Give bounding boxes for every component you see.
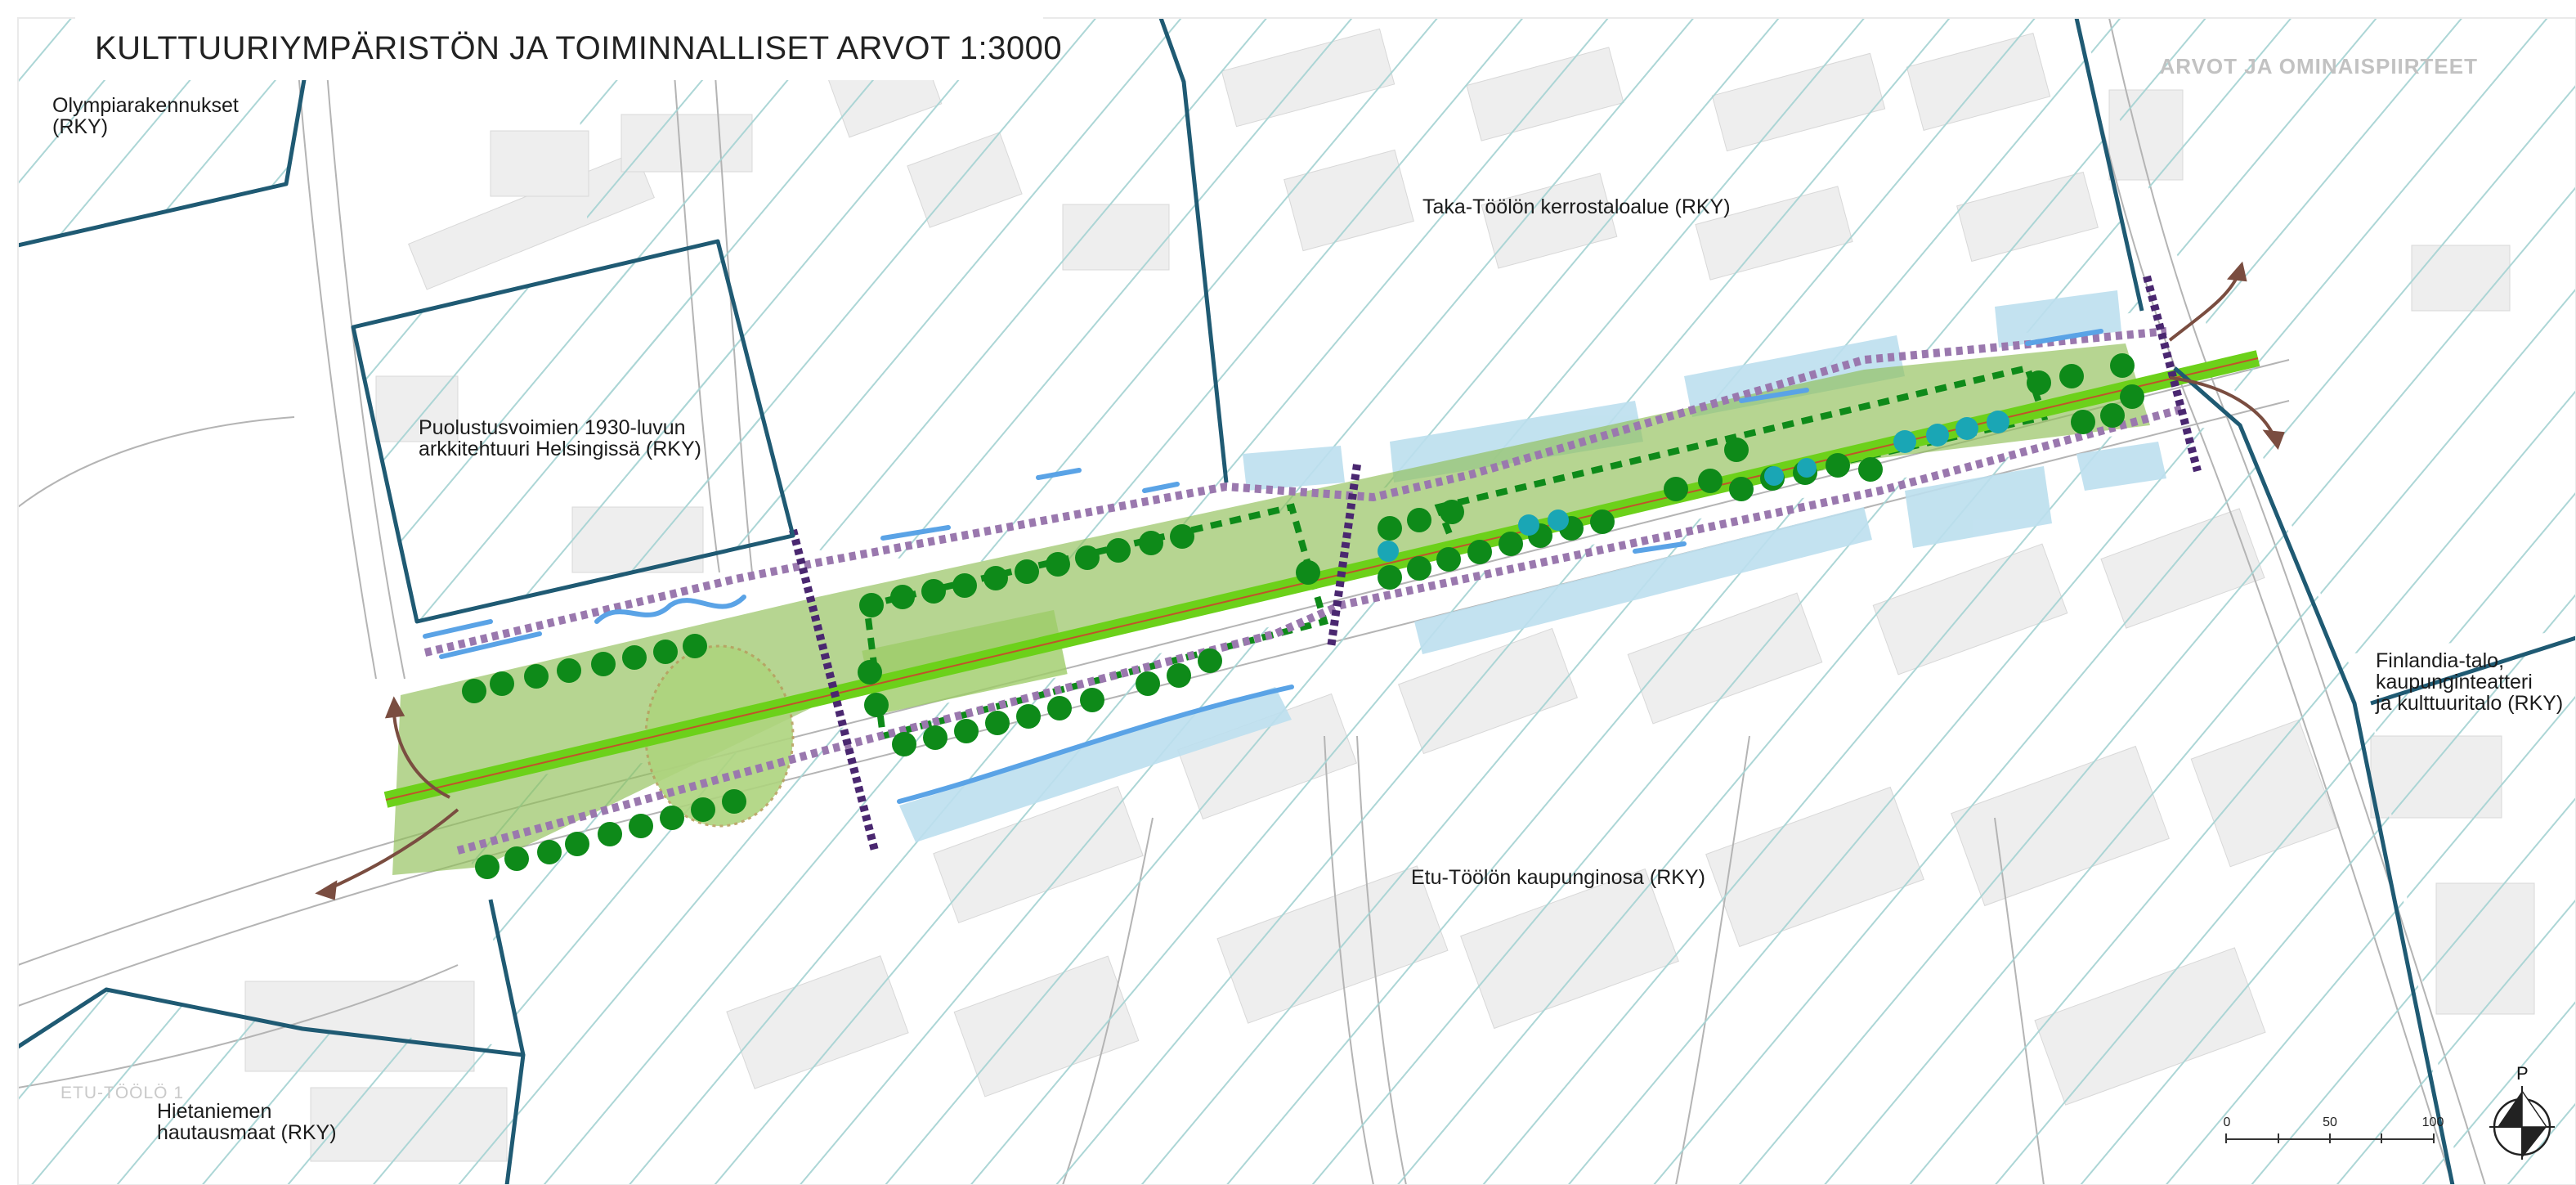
scale-tick [2433, 1133, 2435, 1143]
compass-icon [2489, 1086, 2555, 1160]
label-finlandia: Finlandia-talo, kaupunginteatteri ja kul… [2376, 649, 2564, 715]
scale-tick [2225, 1133, 2227, 1143]
label-olympic: Olympiarakennukset (RKY) [52, 94, 239, 138]
north-arrow: P [2485, 1063, 2559, 1161]
district-label: ETU-TÖÖLÖ 1 [60, 1084, 185, 1102]
gate-markers [789, 275, 2202, 852]
label-hietaniemi: Hietaniemen hautausmaat (RKY) [157, 1100, 337, 1144]
rky-hatch-areas [18, 18, 2576, 1185]
map-title: KULTTUURIYMPÄRISTÖN JA TOIMINNALLISET AR… [95, 29, 1063, 66]
scale-tick-label-100: 100 [2421, 1115, 2444, 1129]
view-lines [423, 327, 2184, 855]
scale-tick [2381, 1133, 2382, 1143]
map-subtitle: ARVOT JA OMINAISPIIRTEET [2159, 54, 2478, 79]
scale-bar: 0 50 100 [2223, 1115, 2444, 1148]
north-letter: P [2516, 1063, 2529, 1084]
trees-special [1378, 411, 2009, 562]
scale-tick [2329, 1133, 2331, 1143]
label-taka-toolo: Taka-Töölön kerrostaloalue (RKY) [1422, 195, 1731, 218]
scale-tick-label-0: 0 [2223, 1115, 2231, 1129]
scale-tick [2278, 1133, 2279, 1143]
label-defense: Puolustusvoimien 1930-luvun arkkitehtuur… [419, 416, 701, 460]
map-title-box: KULTTUURIYMPÄRISTÖN JA TOIMINNALLISET AR… [75, 16, 1062, 80]
scale-tick-label-50: 50 [2323, 1115, 2337, 1129]
label-etu-toolo: Etu-Töölön kaupunginosa (RKY) [1411, 866, 1705, 889]
connection-arrows [315, 261, 2285, 900]
blue-edge-lines [423, 329, 2103, 804]
rky-boundaries [18, 18, 2576, 1185]
